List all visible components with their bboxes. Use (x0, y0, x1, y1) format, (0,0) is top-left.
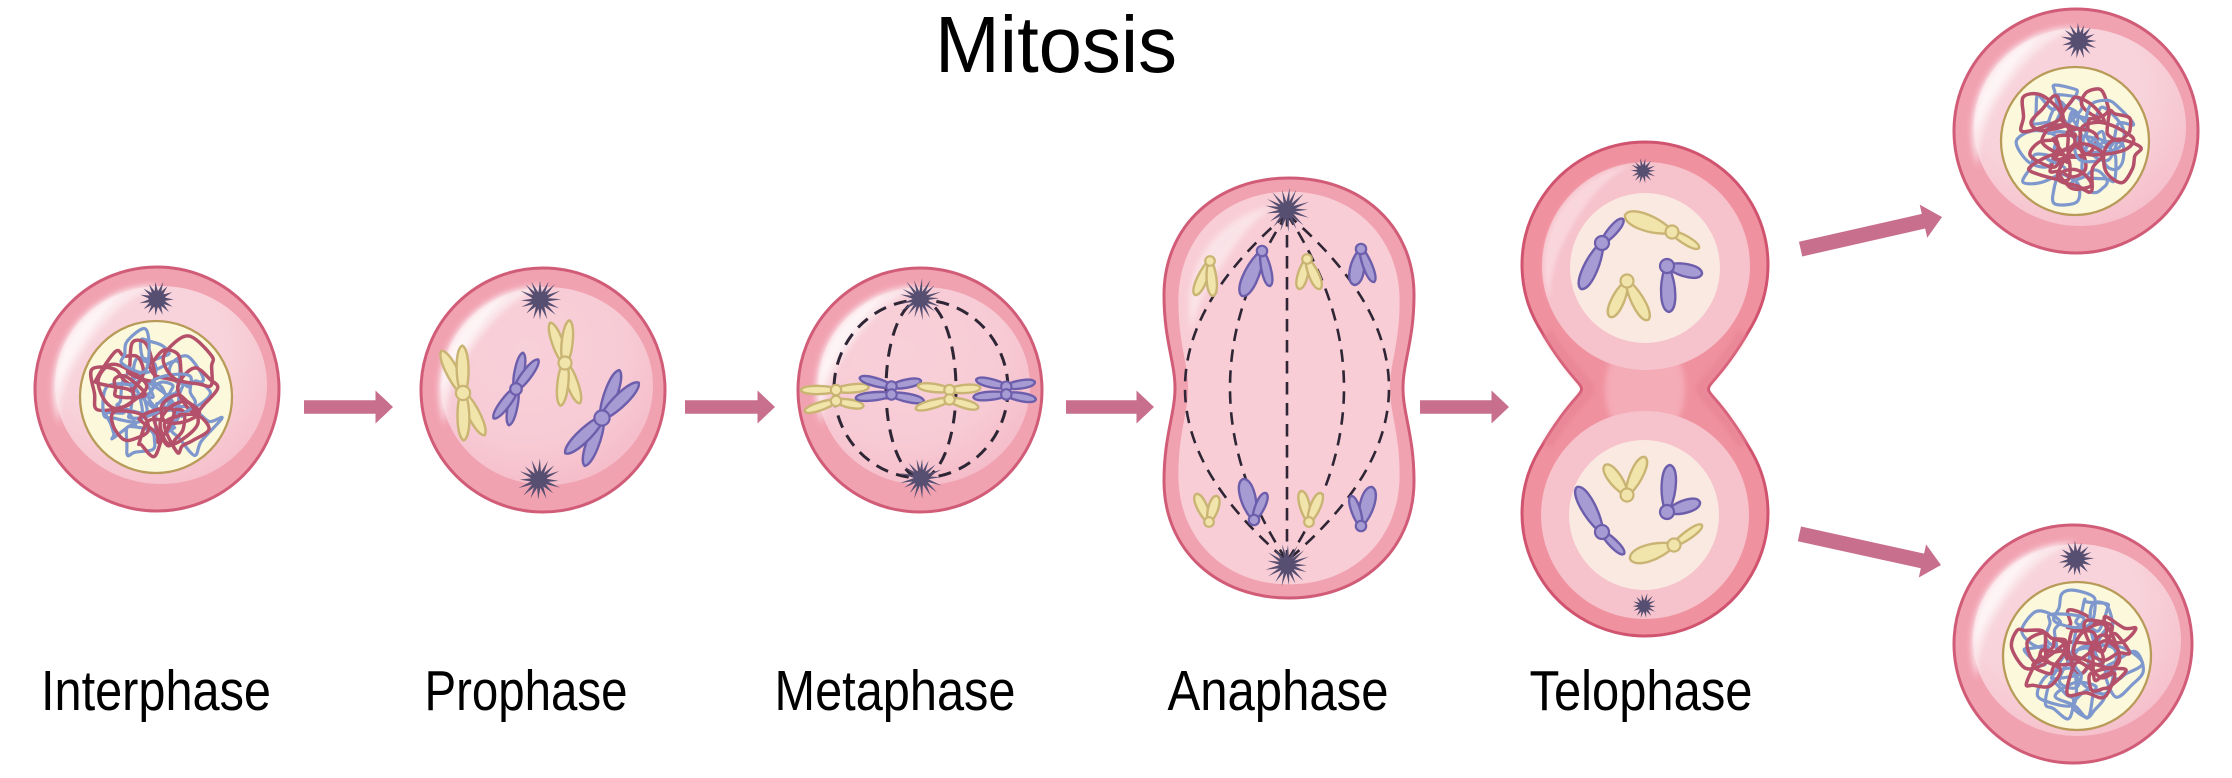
svg-text:Telophase: Telophase (1530, 659, 1753, 723)
svg-text:Anaphase: Anaphase (1168, 659, 1389, 723)
svg-text:Interphase: Interphase (41, 659, 271, 723)
svg-text:Mitosis: Mitosis (935, 0, 1177, 89)
svg-text:Metaphase: Metaphase (775, 659, 1016, 723)
svg-text:Prophase: Prophase (425, 659, 628, 723)
